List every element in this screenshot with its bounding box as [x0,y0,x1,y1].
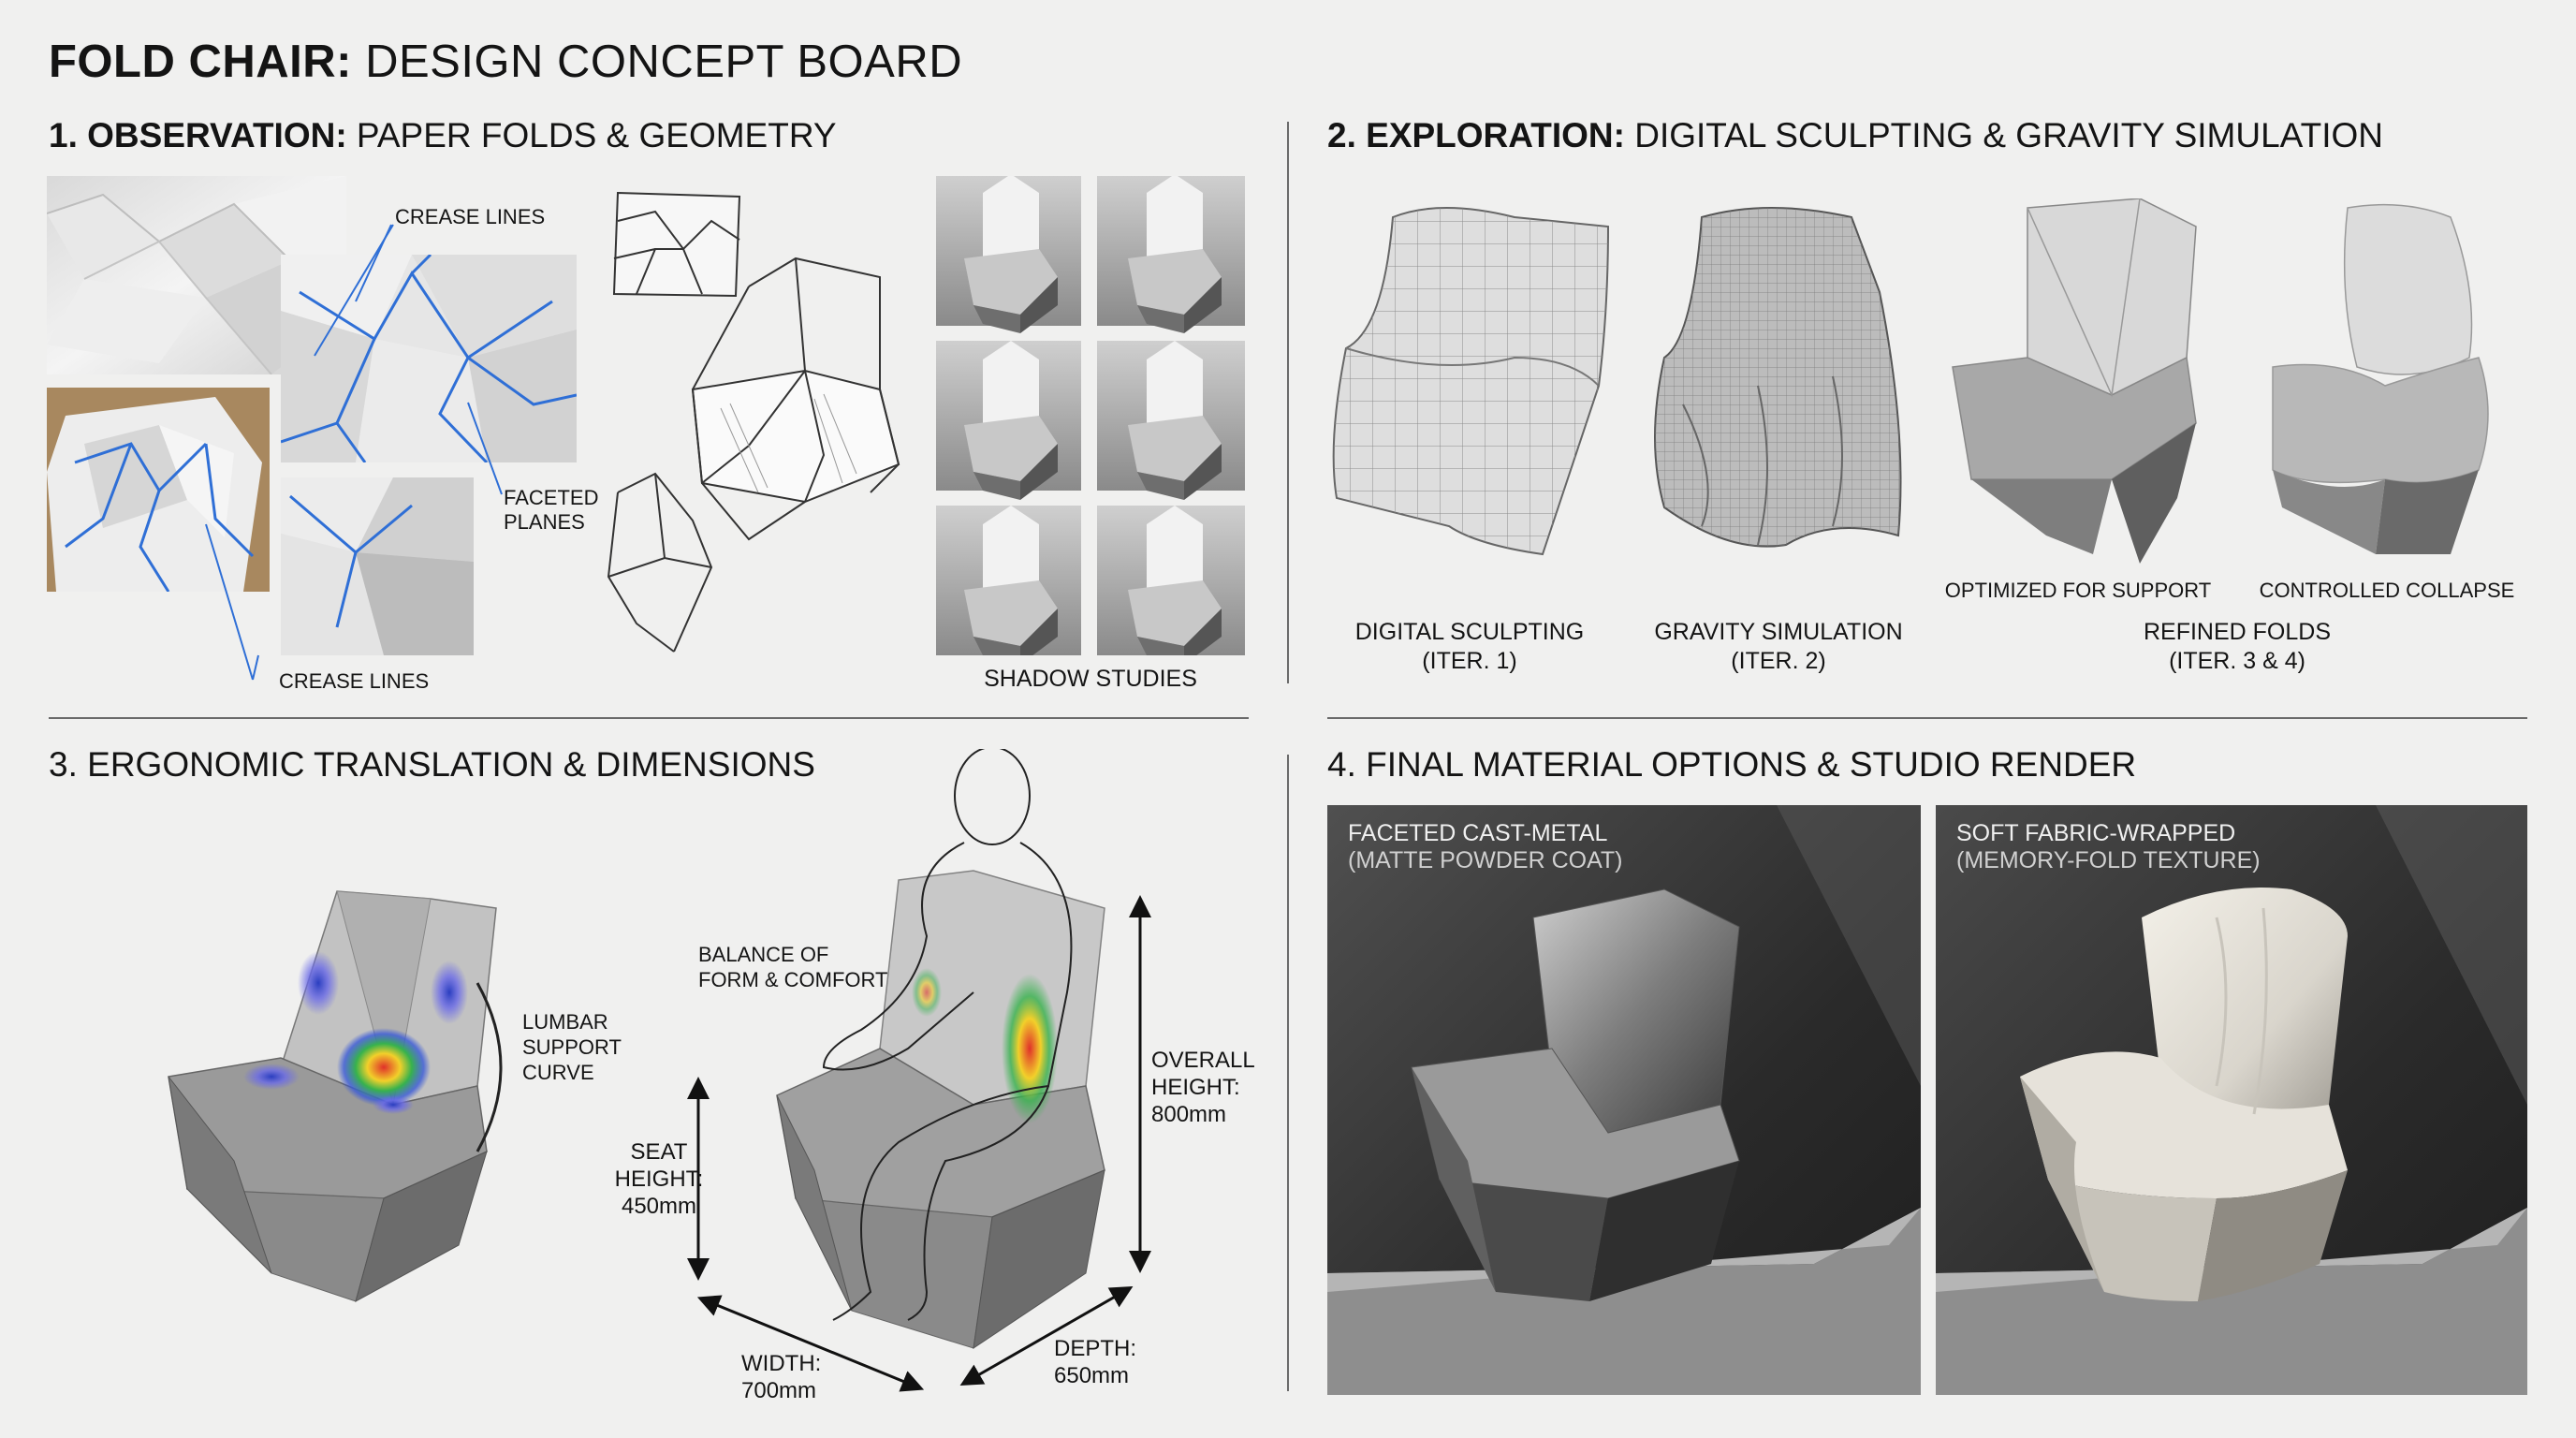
caption-iter1-line2: (ITER. 1) [1422,648,1517,674]
metal-chair-render [1327,805,1921,1395]
paper-closeup-photo [281,477,474,655]
label-faceted-2: PLANES [504,510,585,534]
label-lumbar-3: CURVE [522,1061,594,1084]
section-1-heading: 1. OBSERVATION: PAPER FOLDS & GEOMETRY [49,116,837,155]
title-bold: FOLD CHAIR: [49,37,352,87]
label-fabric: SOFT FABRIC-WRAPPED (MEMORY-FOLD TEXTURE… [1956,820,2261,874]
label-width: WIDTH: 700mm [741,1350,821,1404]
caption-refined: REFINED FOLDS (ITER. 3 & 4) [2097,618,2378,676]
iter4-collapse-chair [2272,203,2489,554]
render-metal-panel [1327,805,1921,1395]
caption-refined-line1: REFINED FOLDS [2143,619,2332,645]
label-width-2: 700mm [741,1378,817,1403]
section-2-bold: 2. EXPLORATION: [1327,116,1625,154]
label-balance-1: BALANCE OF [698,943,829,966]
label-shadow-studies: SHADOW STUDIES [984,666,1197,692]
label-seat-height: SEAT HEIGHT: 450mm [595,1138,723,1220]
label-depth: DEPTH: 650mm [1054,1335,1136,1389]
section-1-rest: PAPER FOLDS & GEOMETRY [346,116,837,154]
divider-right [1327,717,2527,719]
label-seat-1: SEAT [630,1139,688,1165]
iter2-gravity-chair [1654,207,1902,548]
dimension-chair-figure [776,749,1105,1350]
label-fabric-sub: (MEMORY-FOLD TEXTURE) [1956,847,2261,873]
heatmap-chair [168,890,497,1303]
label-balance-2: FORM & COMFORT [698,968,888,991]
label-optimized-support: OPTIMIZED FOR SUPPORT [1944,579,2212,602]
divider-vertical-top [1287,122,1289,683]
caption-iter1-line1: DIGITAL SCULPTING [1354,619,1585,645]
label-lumbar-1: LUMBAR [522,1010,608,1034]
label-metal-sub: (MATTE POWDER COAT) [1348,847,1623,873]
section-2-heading: 2. EXPLORATION: DIGITAL SCULPTING & GRAV… [1327,116,2383,155]
caption-refined-line2: (ITER. 3 & 4) [2169,648,2305,674]
render-fabric-panel [1936,805,2527,1395]
label-metal: FACETED CAST-METAL (MATTE POWDER COAT) [1348,820,1623,874]
label-overall-1: OVERALL [1151,1048,1255,1073]
lumbar-bracket [476,982,503,1152]
exploration-iterations [1332,198,2489,564]
paper-bundle-photo [47,388,270,592]
label-seat-3: 450mm [621,1194,697,1219]
caption-iter2-line2: (ITER. 2) [1731,648,1826,674]
label-overall-height: OVERALL HEIGHT: 800mm [1151,1047,1255,1128]
shadow-studies-grid [936,176,1245,655]
label-lumbar-2: SUPPORT [522,1035,622,1059]
label-metal-title: FACETED CAST-METAL [1348,820,1608,846]
label-balance: BALANCE OF FORM & COMFORT [698,942,887,992]
caption-iter2: GRAVITY SIMULATION (ITER. 2) [1638,618,1919,676]
label-width-1: WIDTH: [741,1351,822,1376]
label-seat-2: HEIGHT: [614,1167,704,1192]
title-rest: DESIGN CONCEPT BOARD [351,37,963,87]
label-lumbar: LUMBAR SUPPORT CURVE [522,1009,622,1085]
label-overall-2: HEIGHT: [1151,1075,1240,1100]
caption-iter1: DIGITAL SCULPTING (ITER. 1) [1329,618,1610,676]
section-4-heading: 4. FINAL MATERIAL OPTIONS & STUDIO RENDE… [1327,745,2137,784]
label-crease-lines-bottom: CREASE LINES [279,669,430,693]
chair-sketches [607,191,900,653]
divider-left [49,717,1249,719]
crease-diagram-photo [281,255,577,462]
label-crease-lines-top: CREASE LINES [395,205,546,228]
section-2-rest: DIGITAL SCULPTING & GRAVITY SIMULATION [1624,116,2383,154]
label-faceted-1: FACETED [504,486,599,509]
observation-leader-lines [205,224,503,681]
iter3-refined-chair [1952,198,2197,564]
board-title: FOLD CHAIR: DESIGN CONCEPT BOARD [49,36,962,88]
label-depth-1: DEPTH: [1054,1336,1137,1361]
label-fabric-title: SOFT FABRIC-WRAPPED [1956,820,2236,846]
divider-vertical-bottom [1287,755,1289,1391]
fabric-chair-render [1936,805,2527,1395]
iter1-sculpt-chair [1332,207,1610,556]
label-depth-2: 650mm [1054,1363,1130,1388]
section-1-bold: 1. OBSERVATION: [49,116,347,154]
section-3-heading: 3. ERGONOMIC TRANSLATION & DIMENSIONS [49,745,815,784]
label-controlled-collapse: CONTROLLED COLLAPSE [2259,579,2515,602]
caption-iter2-line1: GRAVITY SIMULATION [1654,619,1903,645]
label-overall-3: 800mm [1151,1102,1227,1127]
